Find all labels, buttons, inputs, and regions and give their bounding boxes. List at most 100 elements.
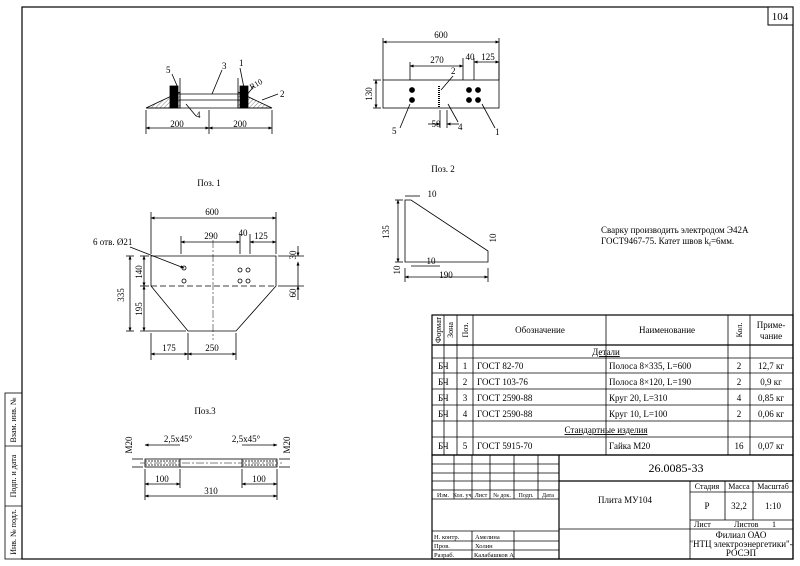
gusset-dim-bottom: 10 — [427, 256, 437, 266]
gusset-dim-190: 190 — [439, 270, 453, 280]
section-details: Детали — [592, 347, 620, 357]
pos2-dim-600: 600 — [434, 30, 448, 40]
plate-dim-250: 250 — [205, 343, 219, 353]
pos2-label-1: 1 — [495, 127, 500, 137]
view-pos3-text: М20 2,5х45° 2,5х45° М20 100 100 310 Поз.… — [124, 406, 292, 496]
row5-note: 0,07 кг — [758, 441, 784, 451]
row3-qty: 4 — [737, 393, 742, 403]
col-name: Наименование — [639, 325, 695, 335]
stage-value: Р — [704, 501, 709, 511]
gusset-dim-top: 10 — [428, 189, 438, 199]
row2-format: БЧ — [438, 377, 449, 387]
pos1-dim-right: 200 — [233, 119, 247, 129]
row3-pos: 3 — [463, 393, 468, 403]
row4-pos: 4 — [463, 409, 468, 419]
pos2-label-2: 2 — [451, 66, 456, 76]
row5-name: Гайка М20 — [609, 441, 651, 451]
gusset-dim-left: 10 — [392, 265, 402, 275]
row2-qty: 2 — [737, 377, 742, 387]
sheet-frame — [21, 6, 794, 560]
view-plate-text: 600 290 40 125 30 140 335 195 60 175 250… — [93, 207, 298, 353]
plate-dim-600: 600 — [205, 207, 219, 217]
sheets-value: 1 — [772, 520, 776, 529]
rod-chamfer-right: 2,5х45° — [232, 434, 261, 444]
pos2-label-4: 4 — [458, 122, 463, 132]
scale-value: 1:10 — [765, 501, 782, 511]
plate-dim-335: 335 — [116, 288, 126, 302]
row5-designation: ГОСТ 5915-70 — [477, 441, 533, 451]
row2-designation: ГОСТ 103-76 — [477, 377, 528, 387]
rev-h-doc: № док. — [493, 493, 511, 499]
title-block-text: 26.0085-33 Плита МУ104 Стадия Масса Масш… — [434, 461, 793, 559]
sheets-label: Листов — [734, 520, 759, 529]
row3-note: 0,85 кг — [758, 393, 784, 403]
name-nkontr: Амелина — [475, 534, 500, 541]
rod-chamfer-left: 2,5х45° — [164, 434, 193, 444]
side-stamp: Инв. № подл. Подп. и дата Взам. инв. № — [4, 392, 23, 560]
rev-h-izm: Изм. — [437, 493, 449, 499]
product-name: Плита МУ104 — [598, 495, 652, 505]
row1-note: 12,7 кг — [758, 361, 784, 371]
row2-pos: 2 — [463, 377, 468, 387]
pos1-dim-left: 200 — [170, 119, 184, 129]
row3-format: БЧ — [438, 393, 449, 403]
mass-label: Масса — [728, 482, 750, 491]
row4-designation: ГОСТ 2590-88 — [477, 409, 533, 419]
view-pos2-top-text: 600 270 40 125 130 50 2 5 4 1 Поз. 2 — [364, 30, 500, 174]
org-line3: РОСЭП — [726, 548, 757, 558]
col-note-b: чание — [760, 331, 782, 341]
section-standard: Стандартные изделия — [565, 425, 648, 435]
pos2-dim-125: 125 — [481, 52, 495, 62]
rod-thread-right: М20 — [282, 436, 292, 454]
plate-dim-290: 290 — [204, 231, 218, 241]
plate-dim-30: 30 — [288, 250, 298, 260]
mass-value: 32,2 — [731, 501, 747, 511]
pos1-caption: Поз. 1 — [197, 178, 221, 188]
spec-table — [431, 314, 794, 456]
pos1-label-4: 4 — [196, 110, 201, 120]
role-razrab: Разраб. — [434, 552, 455, 559]
row1-qty: 2 — [737, 361, 742, 371]
view-plate — [126, 212, 304, 360]
pos2-caption: Поз. 2 — [431, 164, 455, 174]
pos2-label-5: 5 — [392, 126, 397, 136]
doc-number: 26.0085-33 — [649, 461, 704, 475]
sheet-label: Лист — [694, 520, 711, 529]
note-line1: Сварку производить электродом Э42А — [601, 225, 749, 235]
col-designation: Обозначение — [515, 325, 565, 335]
row4-format: БЧ — [438, 409, 449, 419]
pos2-dim-270: 270 — [430, 55, 444, 65]
view-pos2-top — [373, 38, 500, 129]
gusset-dim-135: 135 — [381, 225, 391, 239]
name-razrab: Калабашков А — [474, 552, 514, 559]
stage-label: Стадия — [695, 482, 720, 491]
row1-designation: ГОСТ 82-70 — [477, 361, 524, 371]
pos2-dim-130: 130 — [364, 87, 374, 101]
col-zone: Зона — [446, 322, 455, 338]
note-line2: ГОСТ9467-75. Катет швов kf=6мм. — [601, 236, 734, 248]
plate-dim-60: 60 — [288, 288, 298, 298]
pos1-label-2: 2 — [280, 89, 285, 99]
rod-thread-left: М20 — [124, 436, 134, 454]
plate-holes-note: 6 отв. Ø21 — [93, 237, 132, 247]
plate-dim-175: 175 — [162, 343, 176, 353]
row5-format: БЧ — [438, 441, 449, 451]
side-stamp-inv: Инв. № подл. — [9, 509, 18, 555]
rev-h-sign: Подп. — [519, 493, 534, 499]
sheet-number: 104 — [772, 11, 789, 23]
row3-designation: ГОСТ 2590-88 — [477, 393, 533, 403]
side-stamp-replace: Взам. инв. № — [9, 397, 18, 442]
view-pos2-side-text: 10 135 10 10 10 190 — [381, 189, 498, 280]
row5-qty: 16 — [735, 441, 745, 451]
pos1-label-1: 1 — [239, 58, 244, 68]
col-format: Формат — [434, 316, 443, 343]
plate-dim-125: 125 — [254, 231, 268, 241]
view-pos1 — [145, 67, 279, 134]
rod-dim-100-left: 100 — [155, 474, 169, 484]
row2-note: 0,9 кг — [760, 377, 782, 387]
plate-dim-140: 140 — [134, 265, 144, 279]
role-prov: Пров. — [434, 543, 450, 550]
title-block — [431, 454, 794, 560]
col-note-a: Приме- — [757, 320, 786, 330]
